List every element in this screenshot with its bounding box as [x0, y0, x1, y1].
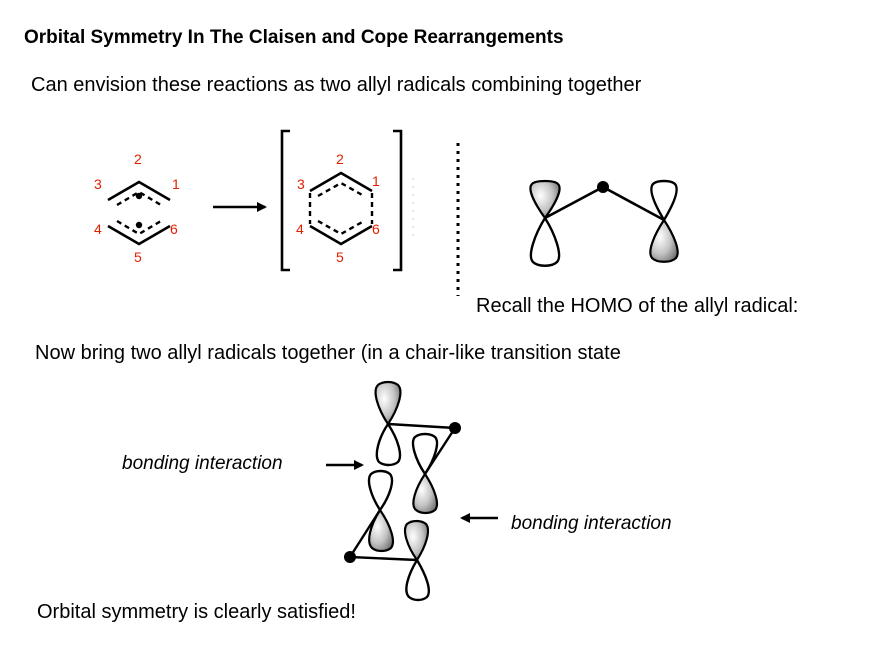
- ts-atom-number-2: 2: [336, 151, 344, 167]
- homo-right-lobe-bottom: [649, 218, 679, 263]
- ts-atom-number-5: 5: [336, 249, 344, 265]
- atom-number-6: 6: [170, 221, 178, 237]
- ts-solid-bonds-bottom: [309, 224, 373, 246]
- atom-number-2: 2: [134, 151, 142, 167]
- ts-atom-number-1: 1: [372, 173, 380, 189]
- allyl-homo-diagram: [529, 179, 679, 267]
- intro-text: Can envision these reactions as two ally…: [31, 74, 642, 96]
- lower-radical-dot: [135, 221, 143, 229]
- transition-state-bracketed: 2 3 1 4 6 5: [280, 129, 414, 272]
- ts-lower-node-dot: [344, 551, 356, 563]
- atom-number-4: 4: [94, 221, 102, 237]
- ts-orbital-d-top-lobe: [403, 519, 430, 562]
- ts-dashed-inner-bottom: [317, 219, 365, 236]
- upper-allyl-bonds: [107, 180, 171, 202]
- ts-upper-node-dot: [449, 422, 461, 434]
- ts-orbital-d-bottom-lobe: [405, 557, 431, 602]
- chair-transition-state: [344, 380, 461, 602]
- homo-left-lobe-top: [529, 179, 561, 220]
- page-title: Orbital Symmetry In The Claisen and Cope…: [24, 27, 564, 48]
- ts-dashed-inner-top: [317, 181, 365, 198]
- ts-orbital-c-top-lobe: [367, 469, 394, 513]
- conclusion-text: Orbital symmetry is clearly satisfied!: [37, 601, 356, 623]
- two-allyl-radicals: 2 3 1 4 6 5: [94, 151, 180, 265]
- ts-solid-bonds-top: [309, 171, 373, 193]
- homo-central-node-dot: [597, 181, 609, 193]
- ts-orbital-b-top-lobe: [411, 432, 439, 477]
- homo-right-lobe-top: [650, 179, 678, 223]
- atom-number-1: 1: [172, 176, 180, 192]
- ts-orbital-a-bottom-lobe: [375, 421, 402, 467]
- atom-number-3: 3: [94, 176, 102, 192]
- bonding-label-left: bonding interaction: [122, 453, 283, 474]
- ts-orbital-b-bottom-lobe: [412, 472, 439, 515]
- ts-atom-number-3: 3: [297, 176, 305, 192]
- upper-radical-dot: [135, 192, 143, 200]
- ts-orbital-c-bottom-lobe: [368, 507, 395, 553]
- homo-caption: Recall the HOMO of the allyl radical:: [476, 295, 799, 317]
- lower-allyl-bonds: [107, 224, 171, 246]
- homo-left-lobe-bottom: [529, 215, 561, 267]
- right-bracket: [393, 129, 403, 272]
- left-bracket: [280, 129, 290, 272]
- ts-atom-number-4: 4: [296, 221, 304, 237]
- atom-number-5: 5: [134, 249, 142, 265]
- bonding-label-right: bonding interaction: [511, 513, 672, 534]
- transition-state-caption: Now bring two allyl radicals together (i…: [35, 342, 621, 364]
- ts-atom-number-6: 6: [372, 221, 380, 237]
- ts-orbital-a-top-lobe: [374, 380, 402, 426]
